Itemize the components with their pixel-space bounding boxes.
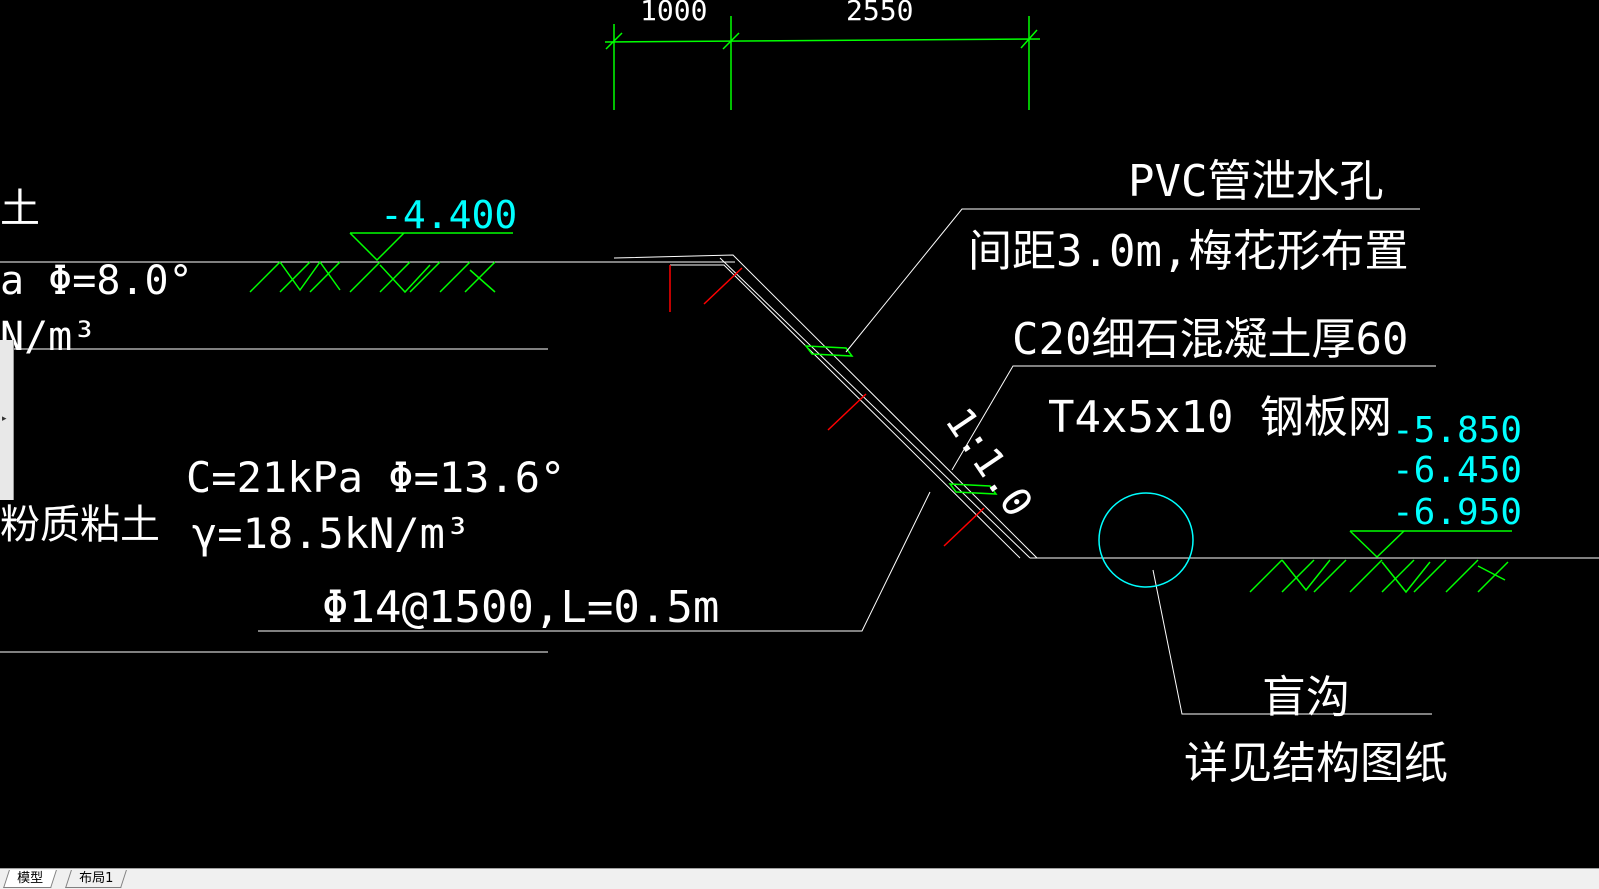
layout-tab-bar: 模型 布局1 — [0, 868, 1599, 889]
ground-hatch-bottom — [1249, 559, 1509, 594]
soil-name-top-partial: 土 — [0, 186, 40, 232]
dimension-tick — [1020, 29, 1038, 49]
pvc-pipe — [804, 345, 854, 357]
elevation-label-3: -6.950 — [1392, 492, 1522, 533]
elevation-label-2: -6.450 — [1392, 450, 1522, 491]
dimension-text-1000: 1000 — [640, 0, 707, 27]
elevation-marker-top — [349, 232, 513, 262]
blind-ditch-circle — [1098, 492, 1194, 588]
slope-mesh-line — [719, 257, 1031, 559]
soil-name-bottom-partial: 粉质粘土 — [0, 502, 160, 548]
soil-gamma-top-partial: N/m³ — [0, 314, 96, 360]
ground-hatch-top — [249, 260, 496, 294]
dimension-line — [604, 38, 1041, 43]
ground-lines — [0, 261, 1599, 653]
anchor-marks — [669, 265, 985, 547]
blind-ditch-note: 详见结构图纸 — [1184, 738, 1448, 789]
leader-pvc — [845, 208, 1420, 353]
slope-protection — [613, 254, 1038, 559]
drawing-canvas[interactable]: 1000 2550 -4.400 — [0, 0, 1599, 868]
pvc-pipe — [948, 483, 998, 495]
elevation-label-1: -5.850 — [1392, 410, 1522, 451]
dimension-text-2550: 2550 — [846, 0, 913, 27]
leader-concrete — [951, 365, 1436, 471]
dimension-tick — [605, 32, 623, 50]
anchor-spec: Φ14@1500,L=0.5m — [322, 582, 719, 633]
soil-strength-bottom: C=21kPa Φ=13.6° — [186, 453, 565, 502]
pvc-spacing-label: 间距3.0m,梅花形布置 — [968, 226, 1408, 277]
blind-ditch-label: 盲沟 — [1262, 672, 1350, 723]
dimension-tick — [722, 32, 740, 50]
cad-model-space[interactable]: 1000 2550 -4.400 — [0, 0, 1599, 868]
mesh-label: T4x5x10 钢板网 — [1048, 392, 1392, 443]
tab-model[interactable]: 模型 — [3, 870, 57, 888]
leader-anchor — [258, 491, 931, 632]
elevation-label-top: -4.400 — [380, 193, 517, 237]
concrete-label: C20细石混凝土厚60 — [1012, 314, 1408, 365]
tab-layout1-label: 布局1 — [79, 871, 114, 886]
pvc-drain-pipes — [804, 345, 998, 495]
triangle-right-icon: ▸ — [2, 414, 7, 424]
slope-surface-outer — [613, 254, 1038, 559]
tab-layout1[interactable]: 布局1 — [65, 870, 128, 888]
pvc-drain-label: PVC管泄水孔 — [1128, 156, 1383, 207]
dimension-group — [604, 16, 1041, 110]
soil-param-top-partial: a Φ=8.0° — [0, 258, 193, 304]
side-panel-handle[interactable]: ▸ — [0, 340, 14, 500]
soil-gamma-bottom: γ=18.5kN/m³ — [192, 509, 470, 558]
tab-model-label: 模型 — [17, 871, 44, 886]
elevation-marker-bottom — [1349, 530, 1512, 559]
leader-ditch — [1152, 569, 1432, 715]
leader-lines — [258, 208, 1436, 715]
slope-surface-inner — [670, 264, 1021, 559]
slope-ratio-label: 1:1.0 — [936, 400, 1041, 526]
